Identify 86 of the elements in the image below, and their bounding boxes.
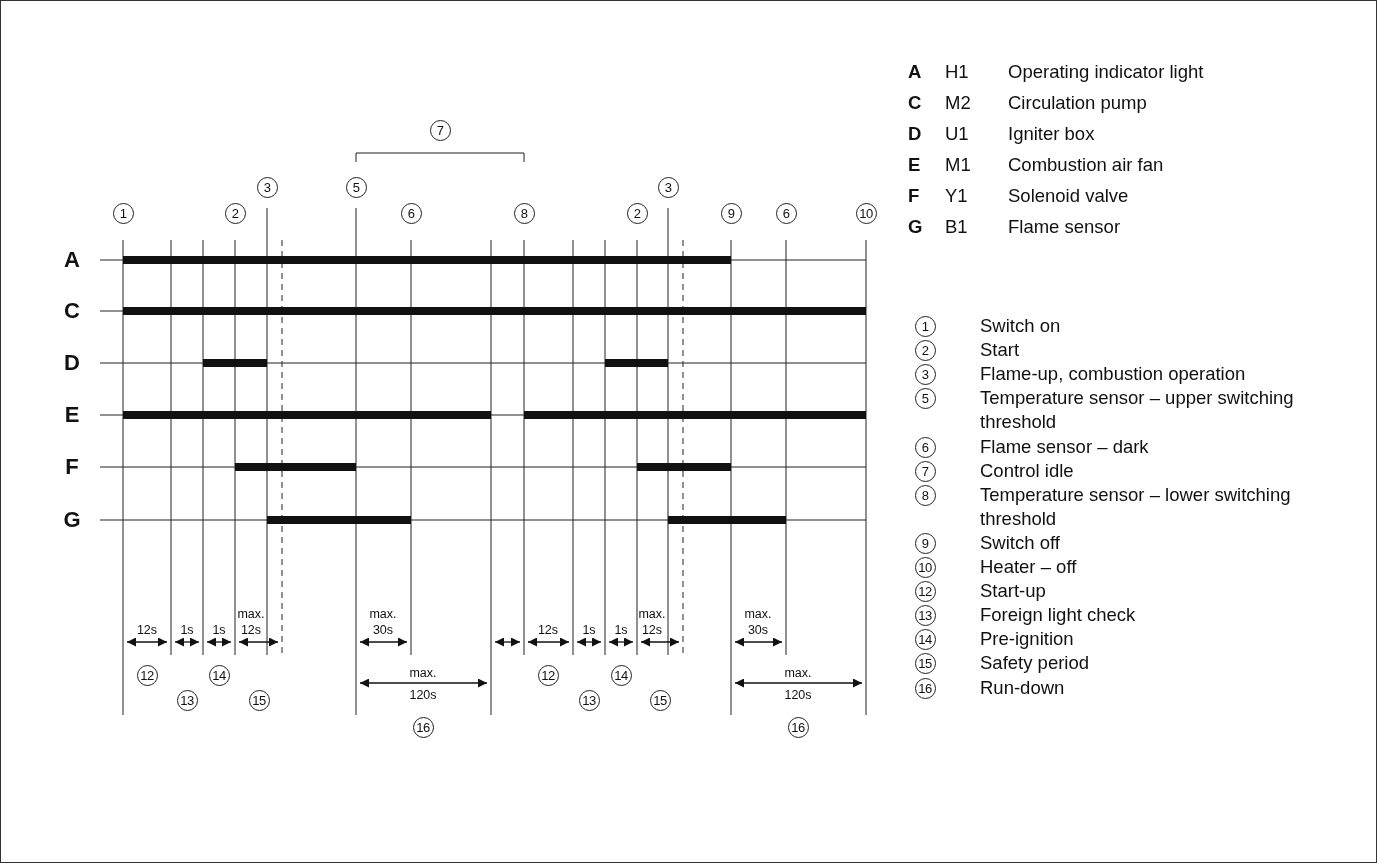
number-circle: 14 <box>610 664 632 686</box>
legend-description: Switch on <box>980 314 1062 338</box>
number-circle: 9 <box>720 202 742 224</box>
number-circle: 8 <box>513 202 535 224</box>
number-circle: 16 <box>412 716 434 738</box>
number-circle: 15 <box>248 689 270 711</box>
key-description: Solenoid valve <box>1008 185 1129 207</box>
number-circle: 2 <box>914 339 936 361</box>
number-circle: 12 <box>537 664 559 686</box>
duration-label: 1s <box>581 622 597 638</box>
row-letter: D <box>63 350 81 376</box>
number-circle: 2 <box>626 202 648 224</box>
legend-description: Start-up <box>980 579 1047 603</box>
duration-label: max. 120s <box>783 665 813 704</box>
key-letter: D <box>908 123 922 145</box>
number-circle: 8 <box>914 484 936 506</box>
legend-description: Flame-up, combustion operation <box>980 362 1247 386</box>
legend-description: Switch off <box>980 531 1061 555</box>
row-letter: C <box>63 298 81 324</box>
key-letter: C <box>908 92 922 114</box>
legend-description: Run-down <box>980 676 1066 700</box>
row-letter: F <box>64 454 80 480</box>
key-letter: G <box>908 216 923 238</box>
number-circle: 3 <box>914 363 936 385</box>
legend-description: Flame sensor – dark <box>980 435 1150 459</box>
device-code: U1 <box>945 123 969 145</box>
duration-label: 12s <box>135 622 159 638</box>
number-circle: 15 <box>914 652 936 674</box>
device-code: M1 <box>945 154 971 176</box>
number-circle: 7 <box>429 119 451 141</box>
key-description: Igniter box <box>1008 123 1095 145</box>
number-circle: 13 <box>578 689 600 711</box>
legend-description: Start <box>980 338 1021 362</box>
duration-label: max. 30s <box>743 606 773 638</box>
key-description: Combustion air fan <box>1008 154 1164 176</box>
row-letter: A <box>63 247 81 273</box>
number-circle: 6 <box>914 436 936 458</box>
key-description: Operating indicator light <box>1008 61 1204 83</box>
number-circle: 16 <box>914 677 936 699</box>
key-letter: A <box>908 61 922 83</box>
legend-description: Pre-ignition <box>980 627 1075 651</box>
key-letter: F <box>908 185 920 207</box>
number-circle: 9 <box>914 532 936 554</box>
duration-label: max. 12s <box>236 606 266 638</box>
number-circle: 3 <box>657 176 679 198</box>
duration-label: 1s <box>211 622 227 638</box>
device-code: H1 <box>945 61 969 83</box>
number-circle: 14 <box>914 628 936 650</box>
number-circle: 5 <box>914 387 936 409</box>
number-circle: 1 <box>112 202 134 224</box>
legend-description: Control idle <box>980 459 1075 483</box>
duration-label: 12s <box>536 622 560 638</box>
device-code: M2 <box>945 92 971 114</box>
number-circle: 6 <box>775 202 797 224</box>
number-circle: 10 <box>855 202 877 224</box>
number-circle: 2 <box>224 202 246 224</box>
key-description: Circulation pump <box>1008 92 1147 114</box>
device-code: Y1 <box>945 185 968 207</box>
number-circle: 12 <box>136 664 158 686</box>
number-circle: 5 <box>345 176 367 198</box>
row-letter: E <box>63 402 81 428</box>
row-letter: G <box>62 507 82 533</box>
number-circle: 10 <box>914 556 936 578</box>
number-circle: 15 <box>649 689 671 711</box>
legend-description: Temperature sensor – upper switching threshold <box>980 386 1295 434</box>
duration-label: 1s <box>613 622 629 638</box>
key-description: Flame sensor <box>1008 216 1121 238</box>
number-circle: 6 <box>400 202 422 224</box>
number-circle: 3 <box>256 176 278 198</box>
number-circle: 13 <box>176 689 198 711</box>
number-circle: 14 <box>208 664 230 686</box>
number-circle: 13 <box>914 604 936 626</box>
key-letter: E <box>908 154 921 176</box>
duration-label: max. 120s <box>408 665 438 704</box>
number-circle: 7 <box>914 460 936 482</box>
number-circle: 12 <box>914 580 936 602</box>
number-circle: 1 <box>914 315 936 337</box>
legend-description: Foreign light check <box>980 603 1137 627</box>
duration-label: 1s <box>179 622 195 638</box>
duration-label: max. 30s <box>368 606 398 638</box>
device-code: B1 <box>945 216 968 238</box>
legend-description: Temperature sensor – lower switching threshold <box>980 483 1292 531</box>
number-circle: 16 <box>787 716 809 738</box>
legend-description: Heater – off <box>980 555 1078 579</box>
duration-label: max. 12s <box>637 606 667 638</box>
legend-description: Safety period <box>980 651 1090 675</box>
